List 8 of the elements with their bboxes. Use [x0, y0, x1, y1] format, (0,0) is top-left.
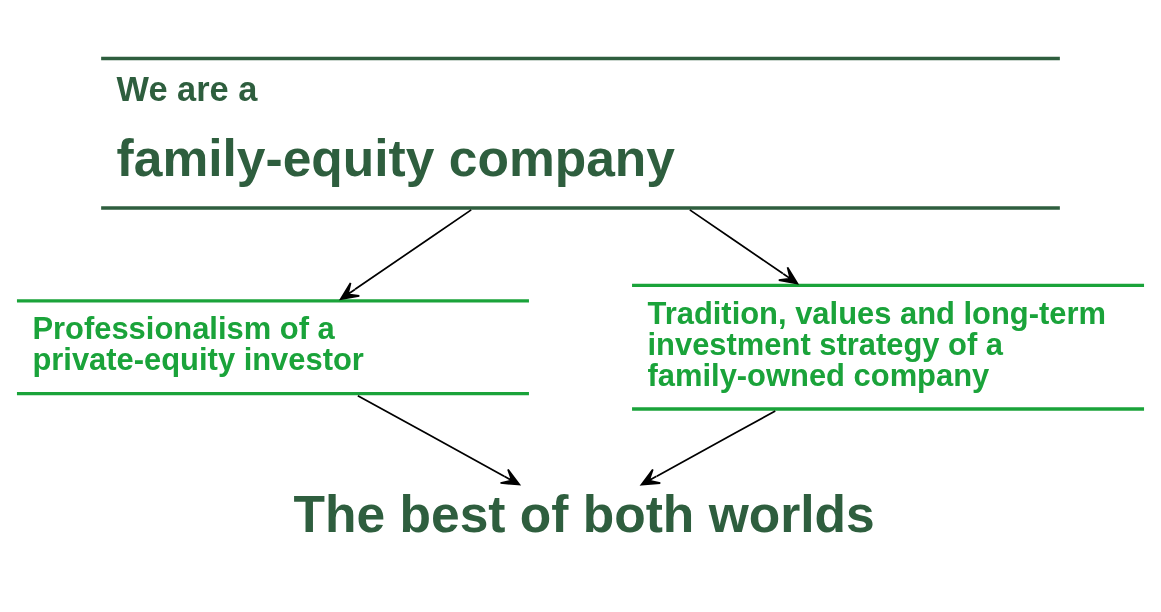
- arrow: [339, 209, 473, 300]
- node-text: Professionalism of a private-equity investor: [32, 311, 364, 378]
- arrow: [688, 209, 799, 285]
- arrow: [640, 410, 777, 486]
- node-text: Tradition, values and long-term investment strategy of a family-owned company: [647, 295, 1107, 393]
- node-text: The best of both worlds: [293, 484, 875, 543]
- arrow: [356, 394, 521, 486]
- node-text: We are a family-equity company: [116, 69, 675, 188]
